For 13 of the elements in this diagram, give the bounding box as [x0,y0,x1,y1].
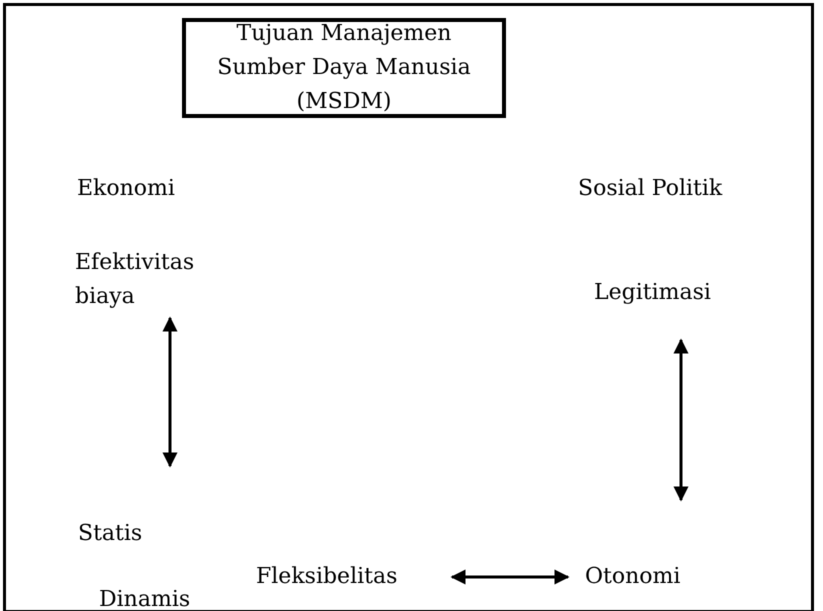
node-text: Fleksibelitas [256,563,398,591]
node-text: Legitimasi [594,279,712,307]
double-arrow [674,338,688,502]
category-label: Dinamis [99,586,190,611]
title-box [182,18,506,118]
heading-text: Tujuan Manajemen Sumber Daya Manusia (MSDM) [216,20,472,116]
node-text: Efektivitas biaya [75,249,196,311]
node-text: Statis [78,520,144,548]
double-arrow [450,570,570,584]
category-label: Sosial Politik [578,175,722,203]
category-label: Ekonomi [77,175,175,203]
double-arrow [162,316,178,468]
node-text: Otonomi [585,563,682,591]
